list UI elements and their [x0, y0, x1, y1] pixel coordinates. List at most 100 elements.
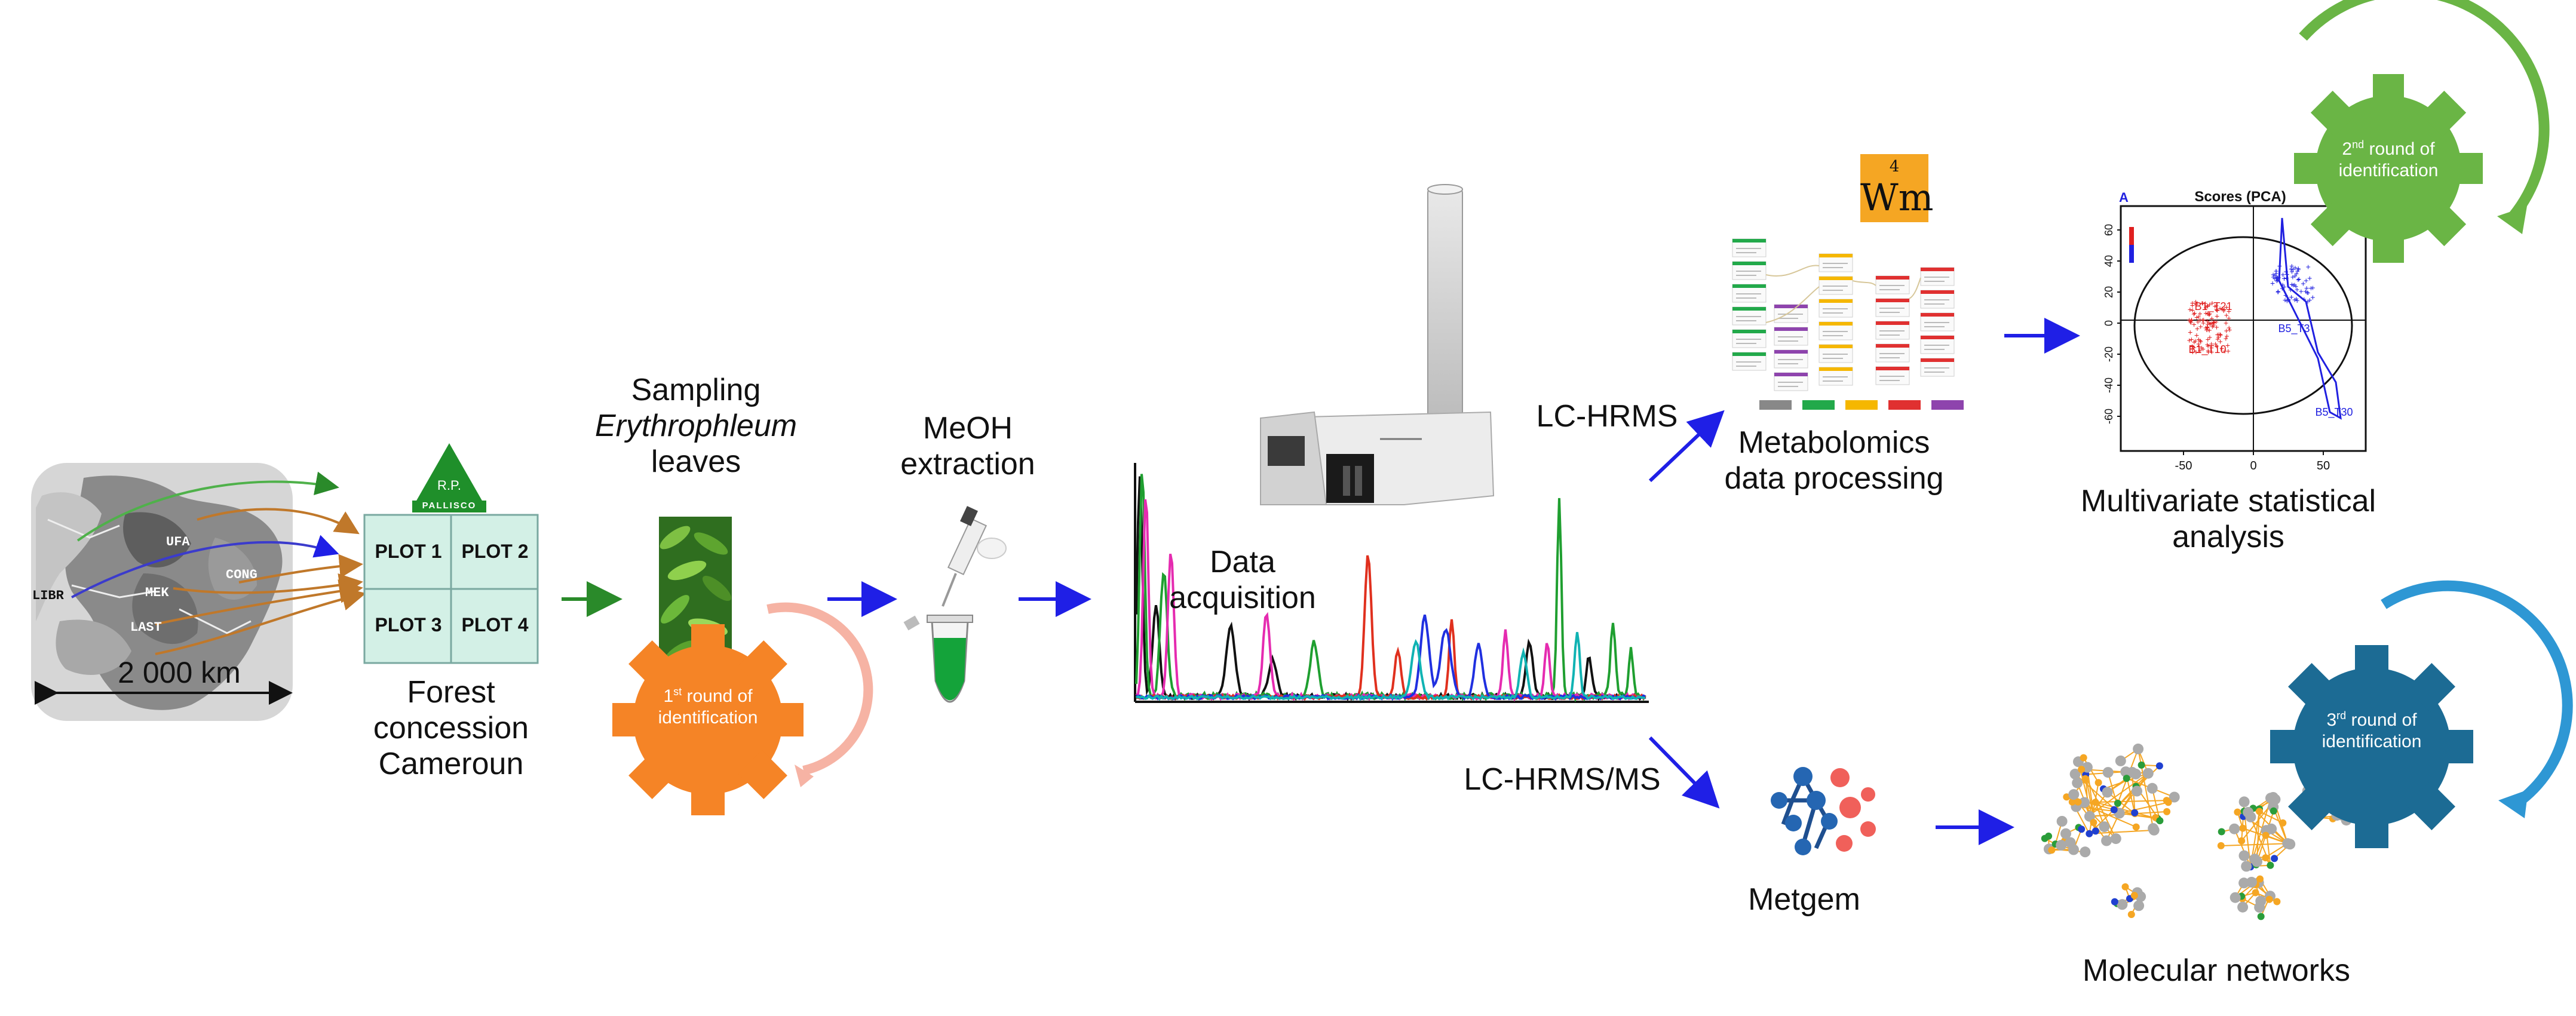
network-node: [2084, 811, 2095, 822]
label-metab-line2: data processing: [1724, 461, 1944, 496]
pca-red-point: +: [2194, 299, 2198, 309]
pca-blue-point: +: [2276, 273, 2280, 283]
wm-text: Wm: [1860, 176, 1934, 219]
pca-blue-point: +: [2271, 270, 2276, 280]
pca-blue-point: +: [2289, 280, 2294, 289]
network-node: [2079, 797, 2090, 808]
pca-red-point: +: [2192, 308, 2197, 318]
pca-red-point: +: [2190, 298, 2195, 308]
network-node: [2068, 789, 2080, 800]
network-node: [2229, 823, 2240, 834]
pca-red-point: +: [2198, 315, 2203, 325]
pca-red-point: +: [2224, 326, 2229, 335]
pca-ytick-label: 20: [2103, 286, 2115, 298]
map-scale: 2 000 km: [118, 656, 241, 689]
pca-red-point: +: [2205, 322, 2210, 331]
pca-red-point: +: [2201, 318, 2206, 327]
pca-red-point: +: [2195, 317, 2200, 326]
pca-blue-point: +: [2294, 294, 2299, 303]
network-node: [2115, 755, 2126, 766]
network-node: [2255, 895, 2267, 907]
pca-blue-point: +: [2296, 274, 2301, 284]
workflow-node-header: [1921, 268, 1954, 271]
label-molecular-networks: Molecular networks: [2083, 953, 2350, 988]
pca-blue-point: +: [2291, 280, 2296, 290]
network-node: [2262, 854, 2270, 862]
pca-red-point: +: [2196, 312, 2201, 321]
pca-red-point: +: [2207, 309, 2212, 318]
pca-blue-point: +: [2307, 274, 2312, 283]
pca-red-point: +: [2193, 336, 2198, 346]
pca-red-point: +: [2199, 343, 2204, 352]
workflow-node-header: [1819, 299, 1853, 303]
network-node: [2130, 768, 2142, 779]
pca-red-point: +: [2224, 333, 2228, 343]
network-node: [2284, 839, 2296, 850]
network-edge: [2234, 828, 2252, 867]
network-node: [2133, 743, 2144, 754]
pca-blue-point: +: [2301, 279, 2305, 288]
network-node: [2117, 899, 2128, 910]
pca-blue-point: +: [2284, 296, 2289, 306]
gear-2nd-round: [2294, 0, 2550, 263]
pca-red-point: +: [2214, 317, 2219, 326]
pca-red-point: +: [2209, 318, 2213, 328]
gear-2-sup: nd: [2352, 139, 2365, 151]
pca-red-point: +: [2212, 317, 2216, 327]
network-node: [2239, 824, 2247, 832]
plot-1: PLOT 1: [375, 541, 442, 562]
network-node: [2086, 830, 2093, 837]
gear-1st-round: [612, 602, 873, 815]
network-node: [2138, 761, 2145, 769]
pca-red-point: +: [2196, 334, 2201, 344]
network-node: [2127, 911, 2135, 918]
pca-red-point: +: [2198, 322, 2203, 331]
map-label-last: LAST: [130, 620, 162, 635]
workflow-legend-chip: [1931, 400, 1964, 410]
pca-red-point: +: [2206, 346, 2210, 355]
pca-red-point: +: [2215, 330, 2220, 339]
pca-red-point: +: [2206, 302, 2210, 311]
workflow-node-header: [1921, 290, 1954, 294]
pca-red-point: +: [2190, 300, 2195, 310]
plot-3: PLOT 3: [375, 614, 442, 636]
pca-blue-point: +: [2274, 269, 2278, 278]
workflow-node-header: [1819, 345, 1853, 348]
label-meoh: MeOH: [922, 411, 1013, 446]
label-metgem: Metgem: [1748, 882, 1860, 917]
network-node: [2237, 901, 2249, 913]
gear-3-sup: rd: [2336, 710, 2347, 722]
label-extraction-line2: extraction: [900, 446, 1035, 481]
pca-blue-point: +: [2274, 266, 2278, 276]
network-node: [2163, 808, 2171, 815]
pca-red-point: +: [2206, 347, 2211, 357]
gear-1-line2: identification: [658, 708, 758, 728]
network-node: [2142, 768, 2154, 779]
pca-blue-point: +: [2273, 270, 2277, 280]
pca-red-point: +: [2215, 305, 2219, 314]
pca-red-point: +: [2198, 336, 2203, 345]
pca-blue-point: +: [2283, 295, 2287, 305]
workflow-legend-chip: [1759, 400, 1792, 410]
workflow-legend-chip: [1845, 400, 1878, 410]
workflow-node-header: [1732, 239, 1766, 243]
gear-1-line1: round of: [682, 686, 753, 706]
gear-2-line2: identification: [2338, 161, 2439, 180]
pca-blue-point: +: [2299, 286, 2304, 296]
pca-blue-point: +: [2281, 274, 2286, 283]
pca-red-point: +: [2200, 298, 2204, 308]
gear-2nd-text: 2nd round of identification: [2311, 139, 2466, 182]
pca-red-point: +: [2207, 320, 2212, 329]
pca-red-point: +: [2224, 331, 2229, 341]
workflow-node-header: [1819, 322, 1853, 326]
pca-red-point: +: [2214, 341, 2219, 351]
workflow-legend-chip: [1802, 400, 1835, 410]
workflow-node-header: [1876, 276, 1909, 280]
pca-red-point: +: [2209, 339, 2214, 349]
pca-red-point: +: [2188, 317, 2192, 326]
pca-red-point: +: [2194, 330, 2199, 340]
pca-red-point: +: [2189, 315, 2194, 324]
pca-red-point: +: [2211, 321, 2216, 330]
network-node: [2262, 831, 2270, 839]
